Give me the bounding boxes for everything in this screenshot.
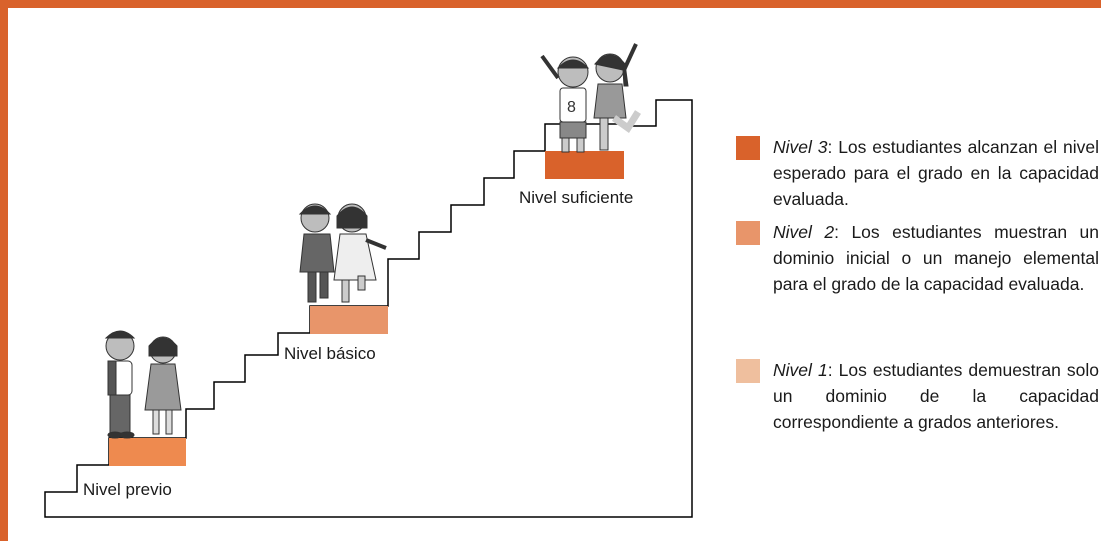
legend-text-nivel-2: Nivel 2: Los estudiantes muestran un dom… xyxy=(773,219,1099,297)
legend-description: : Los estudiantes muestran un dominio in… xyxy=(773,222,1099,294)
top-border xyxy=(0,0,1101,8)
label-nivel-previo: Nivel previo xyxy=(81,480,174,500)
legend-description: : Los estudiantes alcanzan el nivel espe… xyxy=(773,137,1099,209)
landing-nivel-suficiente xyxy=(545,151,624,179)
legend-level-name: Nivel 2 xyxy=(773,222,835,242)
legend-swatch-nivel-2 xyxy=(736,221,760,245)
svg-text:8: 8 xyxy=(567,99,576,116)
children-climbing-icon xyxy=(298,203,387,303)
legend-text-nivel-3: Nivel 3: Los estudiantes alcanzan el niv… xyxy=(773,134,1099,212)
landing-nivel-previo xyxy=(109,438,186,466)
staircase-diagram: 8 xyxy=(44,43,693,518)
legend-level-name: Nivel 3 xyxy=(773,137,828,157)
legend-description: : Los estudiantes demuestran solo un dom… xyxy=(773,360,1099,432)
label-nivel-basico: Nivel básico xyxy=(282,344,378,364)
label-nivel-suficiente: Nivel suficiente xyxy=(517,188,636,208)
legend-text-nivel-1: Nivel 1: Los estudiantes demuestran solo… xyxy=(773,357,1099,435)
children-celebrating-icon: 8 xyxy=(540,43,641,153)
children-standing-icon xyxy=(104,330,182,439)
legend-swatch-nivel-1 xyxy=(736,359,760,383)
landing-nivel-basico xyxy=(310,306,388,334)
legend-level-name: Nivel 1 xyxy=(773,360,828,380)
legend-swatch-nivel-3 xyxy=(736,136,760,160)
left-border xyxy=(0,0,8,541)
